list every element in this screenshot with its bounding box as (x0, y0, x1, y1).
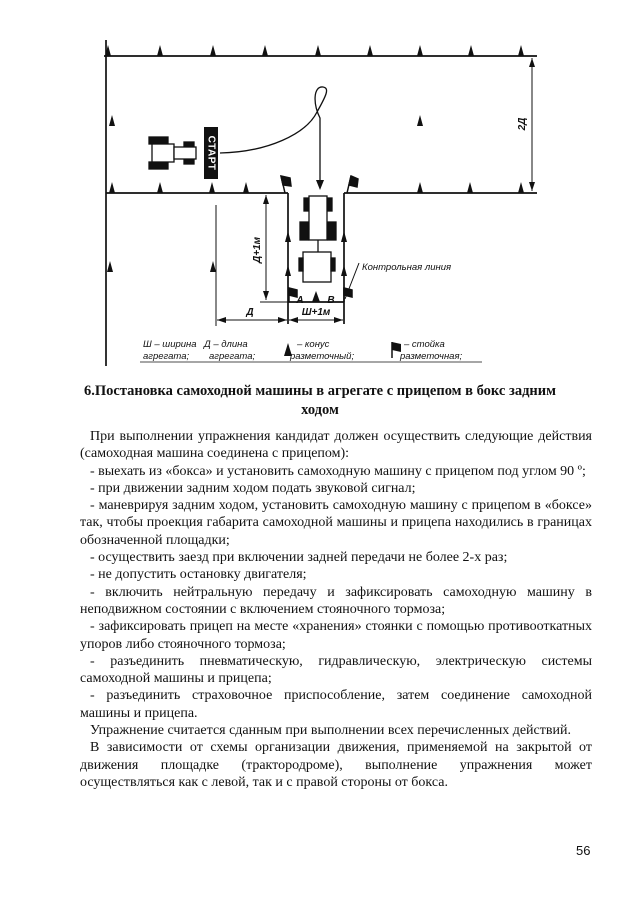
dimension-2d-arrow-top (529, 58, 535, 67)
reverse-parking-diagram: 2Д Д+1м Д Ш+1м (104, 40, 537, 366)
cone-marker (262, 45, 268, 56)
legend-post-line2: разметочная; (399, 351, 463, 362)
list-item: - при движении задним ходом подать звуко… (90, 480, 416, 496)
control-line-label: Контрольная линия (362, 262, 451, 273)
cone-marker (467, 182, 473, 193)
dimension-width-arrow-left (289, 317, 298, 323)
legend-cone-line2: разметочный; (289, 351, 354, 362)
cone-marker (105, 45, 111, 56)
tractor-rear-wheel (148, 161, 169, 170)
dimension-width-label: Ш+1м (302, 307, 331, 318)
tractor-front-wheel (303, 197, 310, 212)
cone-marker (312, 291, 320, 302)
cone-marker (107, 261, 113, 272)
body-paragraph: Упражнение считается сданным при выполне… (90, 723, 571, 739)
cone-marker (285, 265, 291, 276)
legend-cone-icon (284, 343, 292, 356)
tractor-rear-wheel (148, 136, 169, 145)
section-heading: 6.Постановка самоходной машины в агрегат… (0, 382, 640, 420)
start-sign-label: СТАРТ (206, 136, 217, 171)
cone-marker (417, 182, 423, 193)
dimension-length-plus-arrow-bottom (263, 291, 269, 300)
tractor-rear-wheel (299, 221, 309, 241)
cone-marker (157, 182, 163, 193)
legend-width-line1: Ш – ширина (143, 339, 197, 350)
legend-length-line2: агрегата; (209, 351, 255, 362)
tractor-with-trailer-in-box (298, 195, 337, 283)
tractor-hood (173, 146, 197, 160)
body-paragraph: В зависимости от схемы организации движе… (80, 740, 592, 790)
cone-marker (243, 182, 249, 193)
marker-post-flag (348, 174, 359, 188)
cone-marker (109, 115, 115, 126)
cone-marker (417, 45, 423, 56)
list-item: - не допустить остановку двигателя; (90, 567, 307, 583)
point-b-label: В (327, 295, 334, 306)
cone-marker (209, 182, 215, 193)
dimension-2d-arrow-bottom (529, 182, 535, 191)
list-item: - зафиксировать прицеп на месте «хранени… (80, 619, 592, 652)
cone-marker (109, 182, 115, 193)
control-line-leader (344, 262, 360, 300)
cone-marker (518, 45, 524, 56)
list-item: - включить нейтральную передачу и зафикс… (80, 584, 592, 617)
dimension-width-arrow-right (334, 317, 343, 323)
body-paragraph: При выполнении упражнения кандидат долже… (80, 429, 592, 462)
list-item: - маневрируя задним ходом, установить са… (80, 498, 592, 548)
cone-marker (315, 45, 321, 56)
start-sign (204, 127, 218, 179)
legend-cone-line1: – конус (296, 339, 330, 350)
tractor-body (308, 195, 328, 241)
movement-path (219, 86, 328, 185)
dimension-length-plus-arrow-top (263, 195, 269, 204)
legend-length-line1: Д – длина (203, 339, 248, 350)
cone-marker (341, 231, 347, 242)
tractor-cab (151, 143, 175, 163)
movement-arrow-head (316, 180, 324, 190)
body-text: При выполнении упражнения кандидат долже… (80, 428, 592, 791)
section-heading-line2: ходом (301, 402, 339, 418)
cone-marker (367, 45, 373, 56)
dimension-length-arrow-right (278, 317, 287, 323)
point-a-label: А (295, 295, 303, 306)
cone-marker (518, 182, 524, 193)
legend-post-icon-flag (392, 342, 401, 352)
cone-marker (210, 45, 216, 56)
dimension-length-arrow-left (217, 317, 226, 323)
cone-marker (417, 115, 423, 126)
dimension-length-plus-label: Д+1м (252, 236, 263, 264)
list-item: - разъединить пневматическую, гидравличе… (80, 653, 592, 687)
marker-post-flag (280, 175, 292, 187)
legend-width-line2: агрегата; (143, 351, 189, 362)
cone-marker (468, 45, 474, 56)
cone-marker (210, 261, 216, 272)
tractor-rear-wheel (327, 221, 337, 241)
list-item: - выехать из «бокса» и установить самохо… (90, 463, 586, 479)
cone-marker (341, 265, 347, 276)
tractor-front-wheel (326, 197, 333, 212)
diagram-legend: Ш – ширина агрегата; Д – длина агрегата;… (140, 339, 482, 363)
section-heading-line1: 6.Постановка самоходной машины в агрегат… (84, 383, 556, 399)
tractor-start-position (148, 136, 197, 170)
page-number: 56 (576, 843, 591, 858)
cone-marker (157, 45, 163, 56)
trailer-wheel (330, 257, 336, 272)
tractor-front-wheel (183, 141, 195, 147)
legend-post-line1: – стойка (403, 339, 445, 350)
tractor-front-wheel (183, 159, 195, 165)
dimension-length-label: Д (245, 307, 253, 318)
trailer-body (302, 251, 332, 283)
list-item: - осуществить заезд при включении задней… (90, 550, 508, 566)
trailer-wheel (298, 257, 304, 272)
dimension-2d-label: 2Д (517, 118, 528, 132)
marker-post-flag (288, 287, 298, 298)
list-item: - разъединить страховочное приспособлени… (80, 688, 592, 721)
cone-marker (285, 231, 291, 242)
